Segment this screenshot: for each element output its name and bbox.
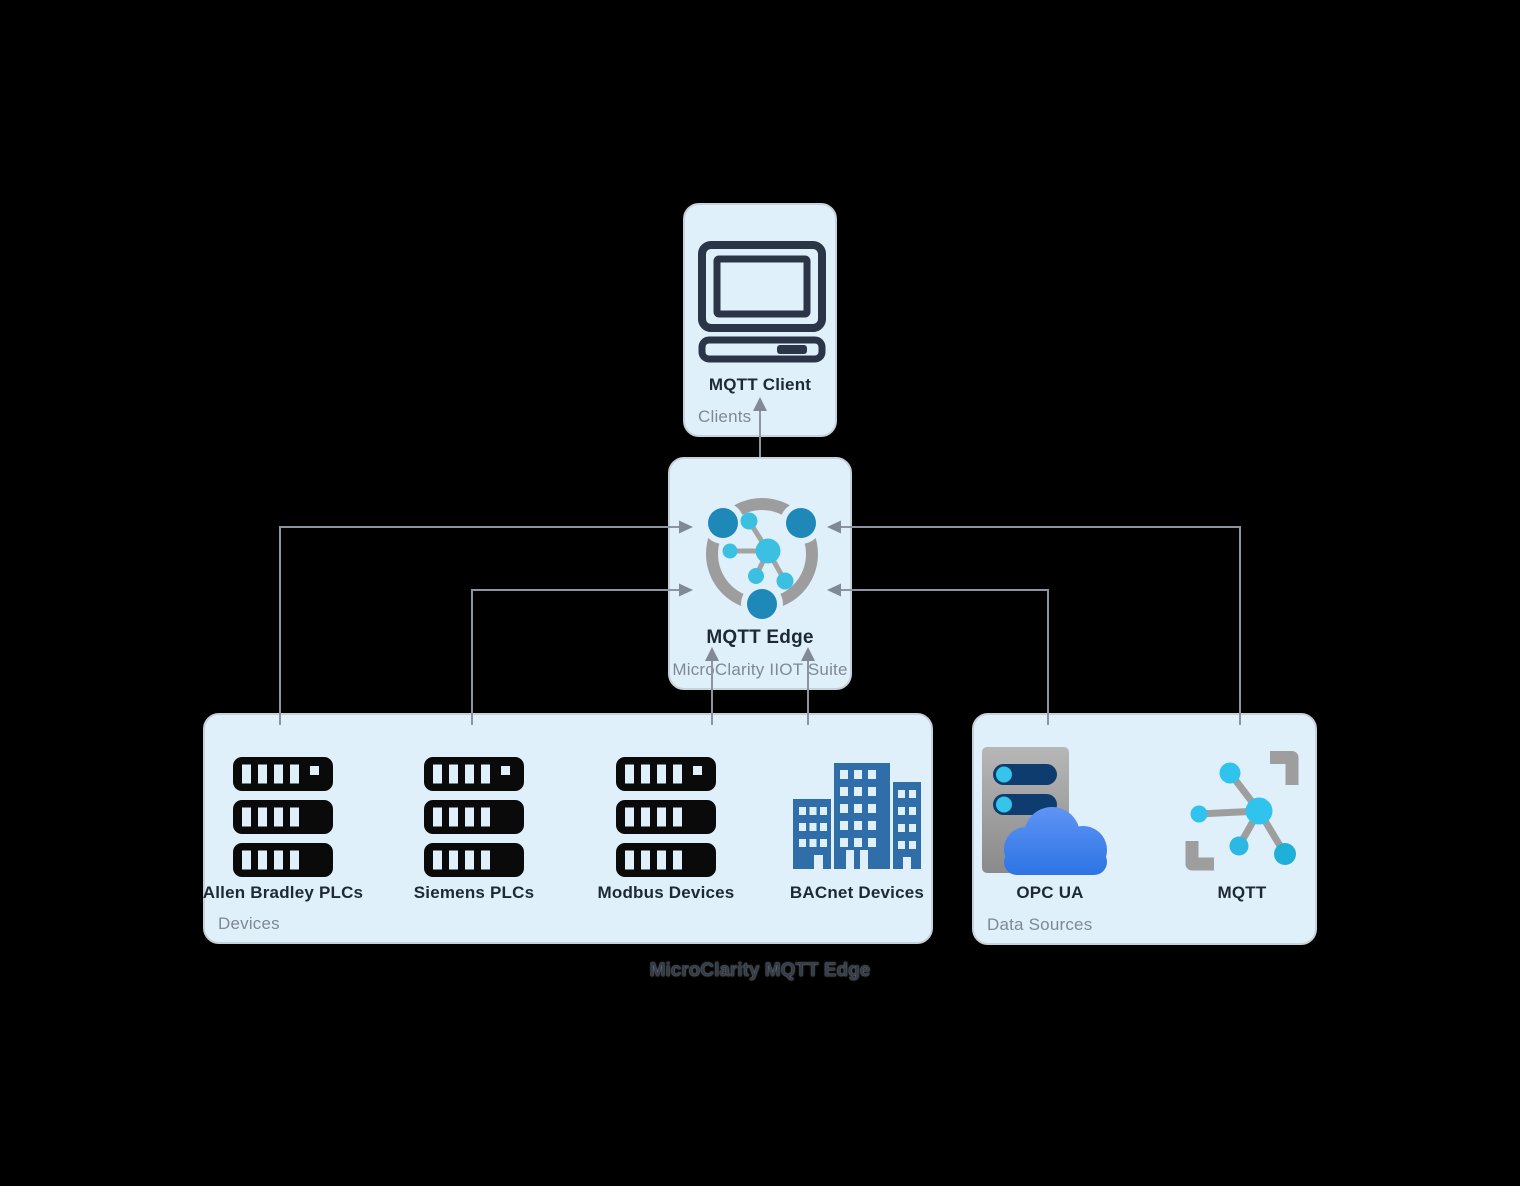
group-clients: MQTT Client Clients <box>683 203 837 437</box>
node-siemens: Siemens PLCs <box>384 715 564 942</box>
group-label-clients: Clients <box>698 407 752 426</box>
node-opc-ua: OPC UA <box>960 715 1140 943</box>
server-stack-icon <box>616 757 716 877</box>
node-mqtt-source: MQTT <box>1152 715 1332 943</box>
node-bacnet: BACnet Devices <box>767 715 947 942</box>
server-stack-icon <box>424 757 524 877</box>
mqtt-broker-ring-icon <box>702 498 822 625</box>
node-allen-bradley: Allen Bradley PLCs <box>193 715 373 942</box>
group-iiot-suite: MQTT Edge MicroClarity IIOT Suite <box>668 457 852 690</box>
group-label-devices: Devices <box>218 914 280 933</box>
group-label-iiot-suite: MicroClarity IIOT Suite <box>672 660 848 679</box>
node-mqtt-client: MQTT Client <box>708 375 812 394</box>
diagram-title: MicroClarity MQTT Edge <box>649 960 871 981</box>
group-label-data-sources: Data Sources <box>987 915 1093 934</box>
mqtt-nodes-icon <box>1185 751 1299 871</box>
group-data-sources: OPC UA MQTT <box>972 713 1317 945</box>
server-cloud-icon <box>982 747 1107 875</box>
group-devices: Allen Bradley PLCs Siem <box>203 713 933 944</box>
desktop-computer-icon <box>698 241 826 363</box>
buildings-icon <box>793 763 921 869</box>
node-mqtt-edge: MQTT Edge <box>706 627 814 648</box>
node-modbus: Modbus Devices <box>576 715 756 942</box>
server-stack-icon <box>233 757 333 877</box>
